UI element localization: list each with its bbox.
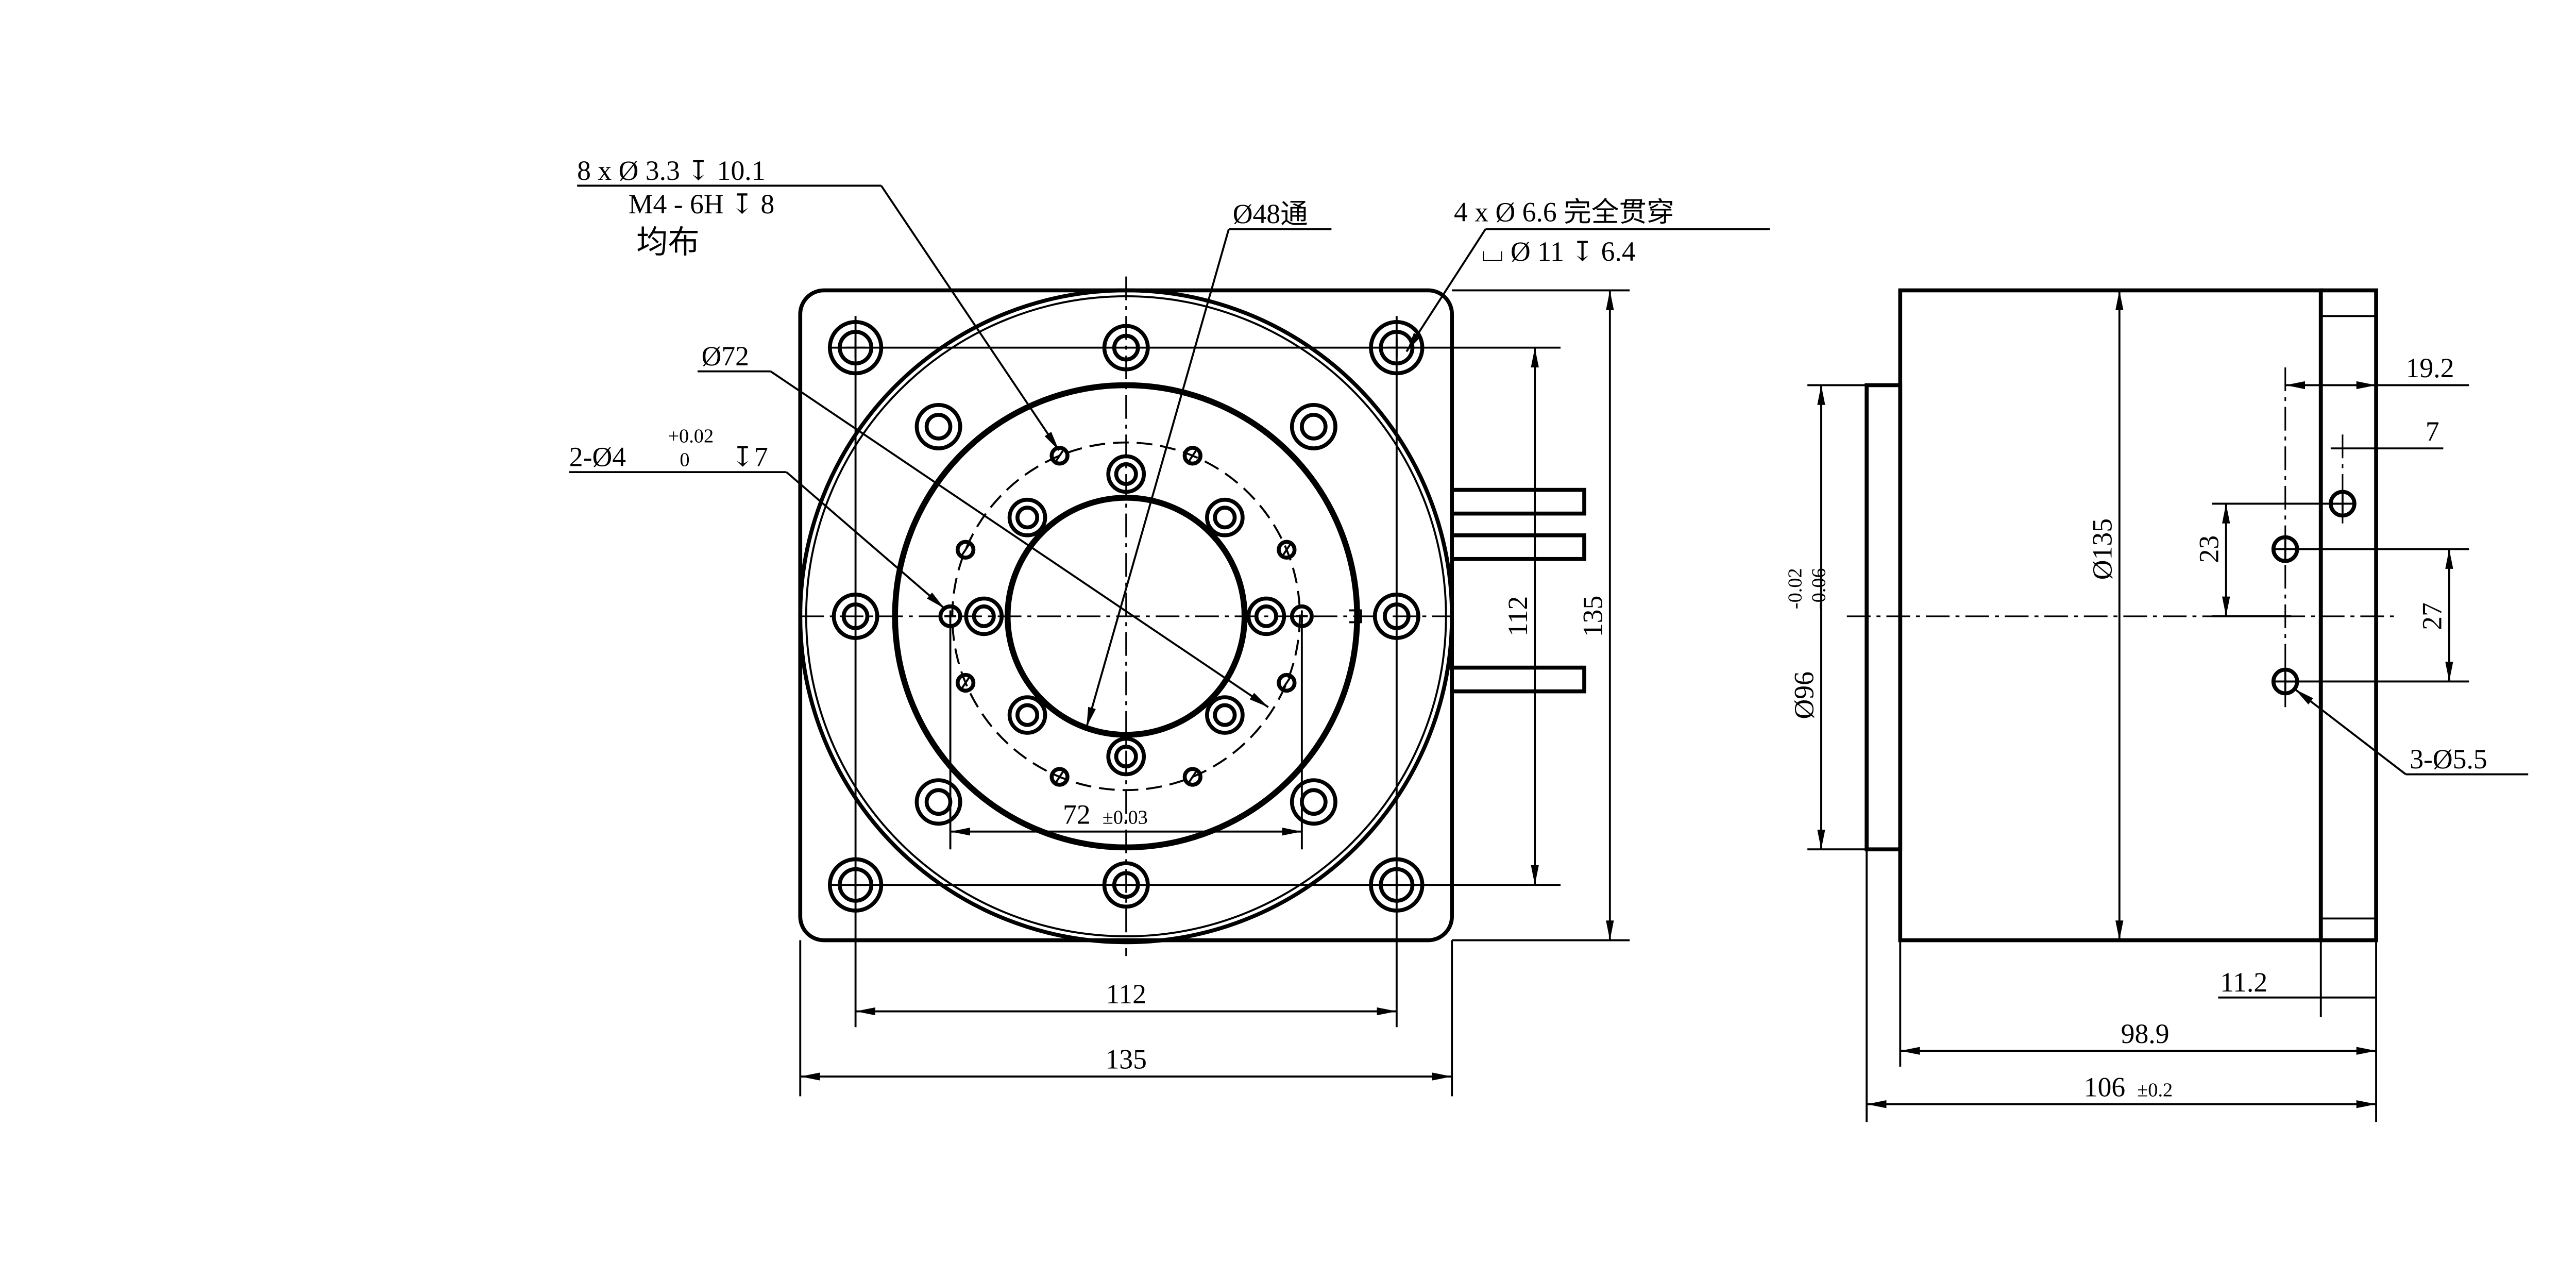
counterbore-hole bbox=[1369, 857, 1425, 913]
counterbore-hole bbox=[827, 857, 884, 913]
tapped-hole bbox=[955, 540, 976, 560]
dim-hole-spacing-h: 112 bbox=[1106, 979, 1146, 1010]
through-hole bbox=[1379, 867, 1415, 903]
callout-tapped-holes-line3: 均布 bbox=[636, 225, 700, 260]
tapped-hole bbox=[1277, 672, 1297, 693]
counterbore-hole bbox=[827, 320, 884, 376]
rotor-screw-inner bbox=[1213, 506, 1237, 530]
rotor-screw-hole bbox=[1205, 695, 1245, 735]
callout-tapped-holes-line1: 8 x Ø 3.3 ↧ 10.1 bbox=[577, 155, 765, 186]
housing-screw-hole bbox=[1290, 402, 1337, 450]
tapped-hole bbox=[955, 672, 976, 693]
housing-screw-inner bbox=[1300, 788, 1328, 816]
callout-counterbore-line1: 4 x Ø 6.6 完全贯穿 bbox=[1454, 196, 1674, 227]
housing-screw-inner bbox=[1383, 602, 1411, 630]
housing-screw-hole bbox=[832, 592, 879, 640]
tapped-hole bbox=[1182, 446, 1202, 466]
rotor-screw-inner bbox=[1213, 703, 1237, 727]
rotor-screw-inner bbox=[1114, 462, 1138, 486]
rotor-screw-hole bbox=[964, 596, 1004, 636]
fitting-tube bbox=[1450, 533, 1586, 561]
dim-width: 135 bbox=[1105, 1044, 1146, 1075]
housing-screw-inner bbox=[1112, 871, 1140, 899]
through-hole bbox=[838, 867, 874, 903]
rotor-screw-inner bbox=[1015, 506, 1040, 530]
rotor-screw-hole bbox=[1007, 497, 1047, 537]
housing-screw-hole bbox=[1290, 778, 1337, 826]
housing-screw-inner bbox=[924, 413, 953, 441]
counterbore-hole bbox=[1369, 320, 1425, 376]
dim-pilot-dia: Ø96 bbox=[1789, 671, 1820, 719]
front-view: 112 135 112 135 72±0.03 8 x Ø 3.3 ↧ 10.1… bbox=[569, 155, 1770, 1097]
tapped-hole bbox=[1049, 767, 1070, 787]
dim-27: 27 bbox=[2417, 602, 2448, 630]
fitting-tube bbox=[1450, 665, 1586, 694]
housing-screw-inner bbox=[924, 788, 953, 816]
pin-tol-upper: +0.02 bbox=[668, 426, 714, 447]
tapped-hole bbox=[1049, 446, 1070, 466]
dim-hole-spacing-v: 112 bbox=[1502, 596, 1533, 636]
housing-screw-hole bbox=[914, 402, 962, 450]
rotor-screw-inner bbox=[1114, 745, 1138, 769]
pin-tol-lower: 0 bbox=[680, 449, 689, 471]
dim-total-length: 106±0.2 bbox=[2084, 1071, 2173, 1102]
rotor-screw-hole bbox=[1205, 497, 1245, 537]
tapped-hole bbox=[1182, 767, 1202, 787]
dim-pcd-width: 72±0.03 bbox=[1063, 799, 1148, 830]
rotor-screw-hole bbox=[1246, 596, 1286, 636]
housing-screw-hole bbox=[1102, 861, 1150, 909]
rotor-screw-hole bbox=[1106, 454, 1146, 494]
tapped-hole bbox=[1277, 540, 1297, 560]
dim-23: 23 bbox=[2193, 535, 2224, 563]
callout-counterbore-line2: ⌴ Ø 11 ↧ 6.4 bbox=[1482, 236, 1636, 267]
callout-bore: Ø48通 bbox=[1233, 198, 1308, 229]
rotor-screw-hole bbox=[1007, 695, 1047, 735]
housing-screw-hole bbox=[1102, 324, 1150, 372]
rotor-screw-inner bbox=[1254, 604, 1278, 628]
side-view: Ø135 Ø96 -0.02 -0.06 19.2 7 23 27 3-Ø5.5… bbox=[1785, 288, 2529, 1122]
pilot-tol-upper: -0.02 bbox=[1785, 568, 1806, 609]
pilot-flange bbox=[1865, 383, 1903, 852]
housing-screw-inner bbox=[1112, 333, 1140, 362]
pin-depth: ↧7 bbox=[731, 442, 768, 473]
housing-screw-inner bbox=[841, 602, 870, 630]
dim-height: 135 bbox=[1577, 596, 1608, 637]
rotor-screw-hole bbox=[1106, 736, 1146, 777]
housing-screw-inner bbox=[1300, 413, 1328, 441]
dim-98-9: 98.9 bbox=[2121, 1018, 2170, 1049]
housing-screw-hole bbox=[914, 778, 962, 826]
through-hole bbox=[838, 330, 874, 366]
housing-screw-hole bbox=[1372, 592, 1420, 640]
pilot-tol-lower: -0.06 bbox=[1808, 568, 1830, 609]
end-cap bbox=[2318, 288, 2378, 943]
dim-19-2: 19.2 bbox=[2406, 352, 2454, 383]
callout-pcd: Ø72 bbox=[702, 341, 749, 372]
dim-11-2: 11.2 bbox=[2220, 967, 2267, 998]
callout-tapped-holes-line2: M4 - 6H ↧ 8 bbox=[629, 189, 774, 220]
rotor-screw-inner bbox=[972, 604, 996, 628]
callout-side-holes: 3-Ø5.5 bbox=[2410, 744, 2487, 775]
fitting-tube bbox=[1450, 487, 1586, 516]
dim-body-dia: Ø135 bbox=[2087, 518, 2117, 580]
rotor-screw-inner bbox=[1015, 703, 1040, 727]
callout-pins: 2-Ø4 bbox=[569, 442, 626, 473]
dim-7: 7 bbox=[2426, 416, 2439, 447]
